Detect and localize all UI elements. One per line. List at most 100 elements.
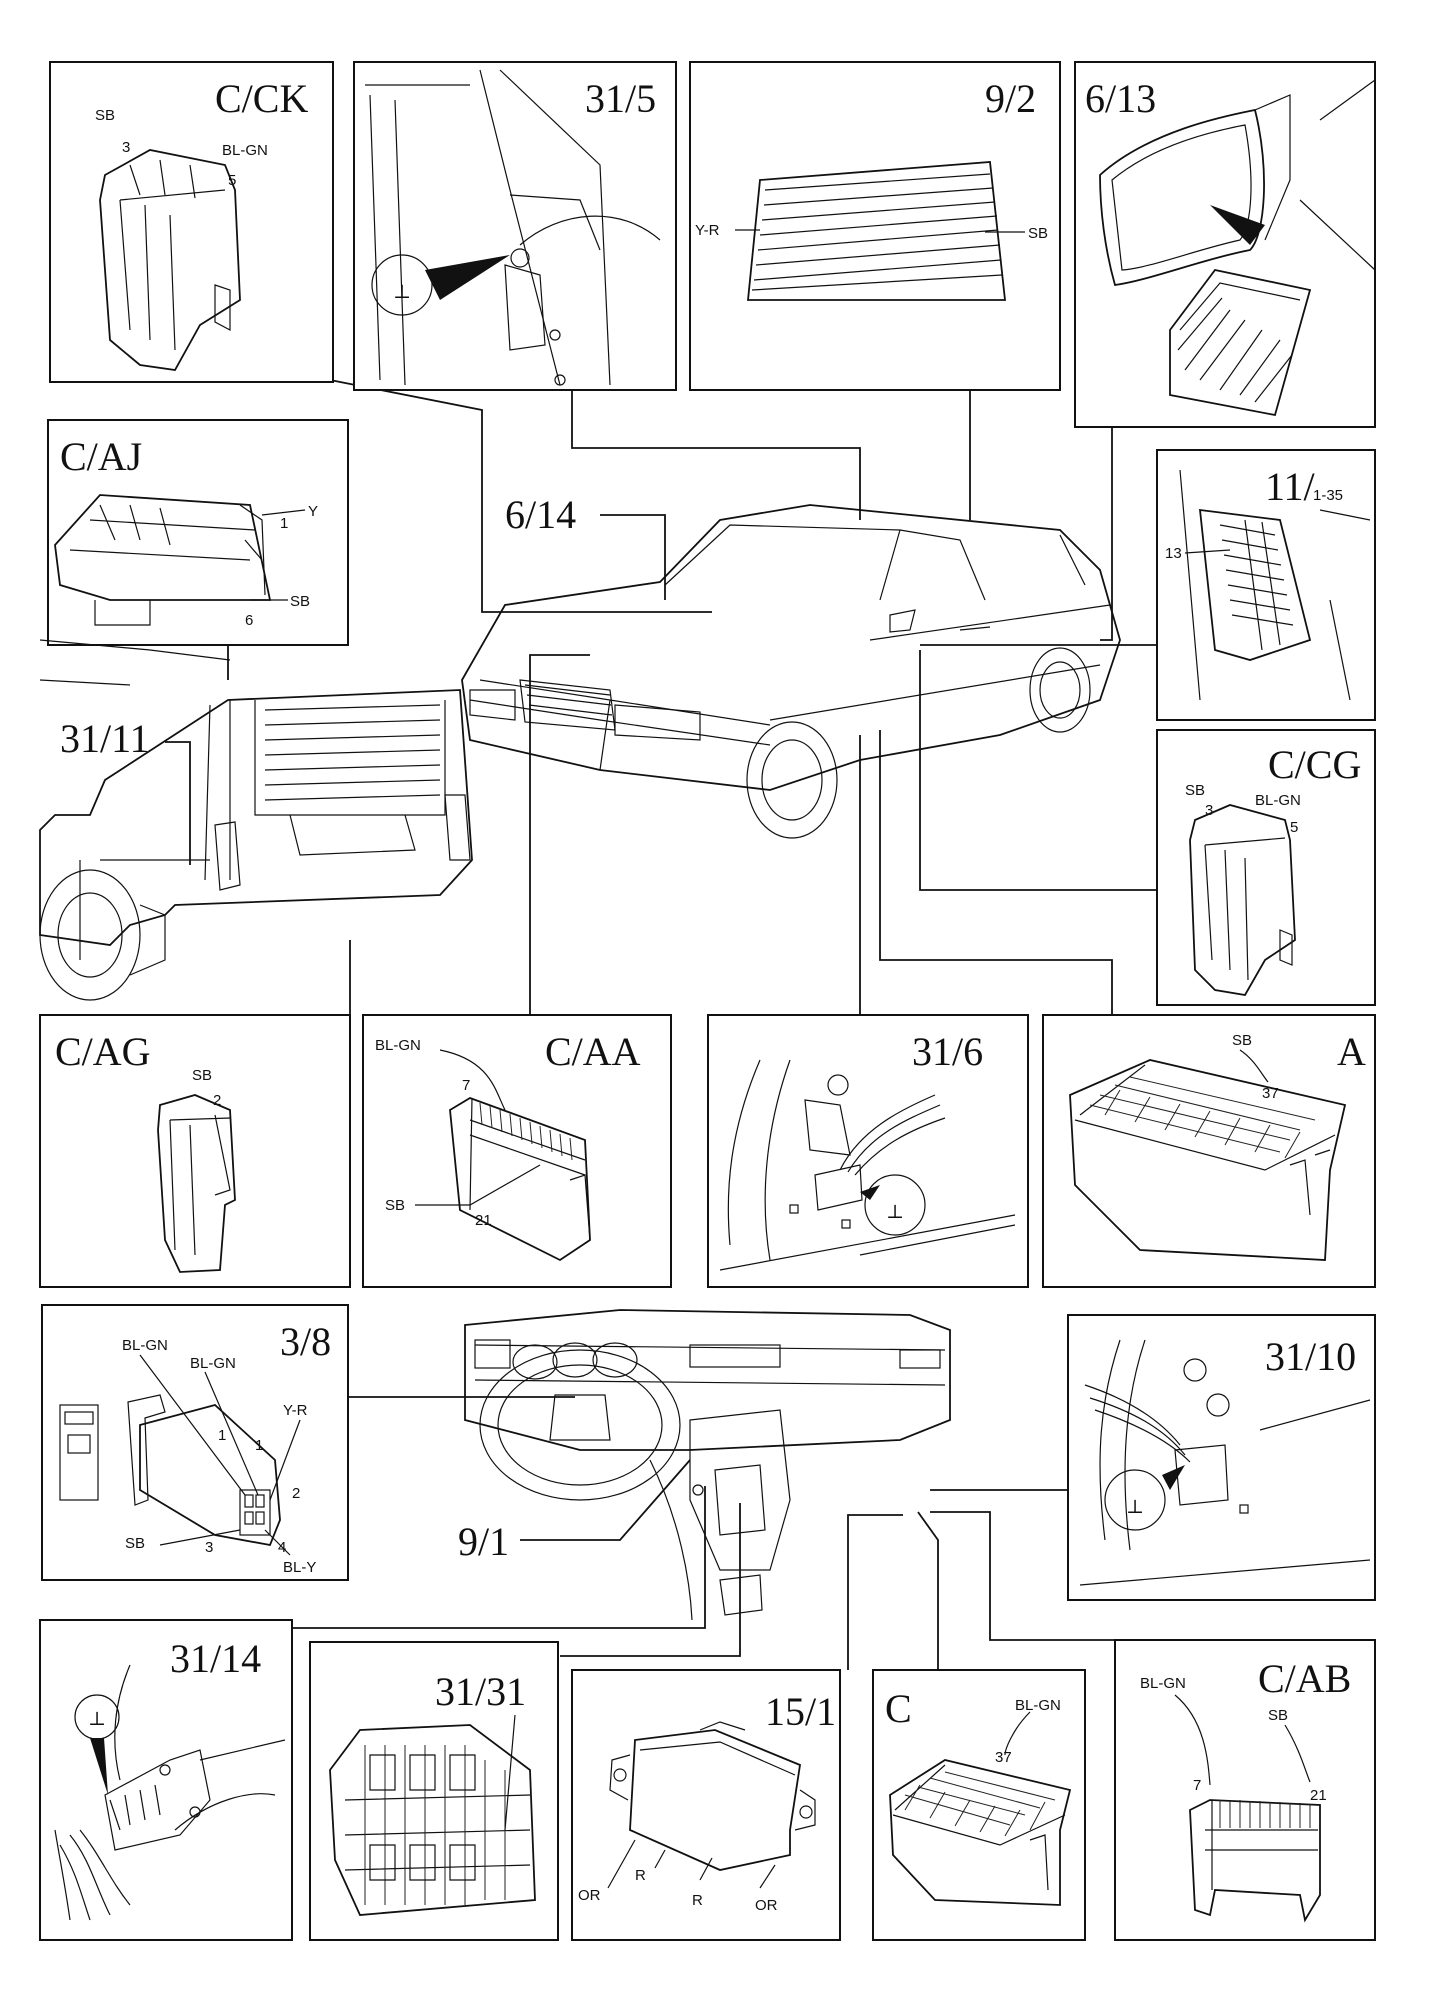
harness-icon: [54, 1664, 286, 1921]
connector-icon: [157, 1094, 236, 1273]
door-pillar-icon: [1079, 1339, 1371, 1586]
panel-label: 15/1: [765, 1689, 836, 1734]
panel-31-31[interactable]: 31/31: [309, 1641, 559, 1941]
panel-11-1-35[interactable]: 11/ 1-35 13: [1156, 449, 1376, 721]
fuse-box-icon: [1179, 469, 1371, 701]
connector-icon: [1189, 804, 1296, 996]
panel-c[interactable]: C BL-GN 37: [872, 1669, 1086, 1941]
fuse-block-icon: [889, 1759, 1072, 1906]
panel-c-ag[interactable]: C/AG SB 2: [39, 1014, 351, 1288]
panel-c-cg[interactable]: C/CG SB BL-GN 3 5: [1156, 729, 1376, 1006]
panel-label: C/AG: [55, 1029, 151, 1074]
heater-element-icon: [1169, 269, 1312, 417]
wire-color-label: SB: [1232, 1032, 1252, 1049]
panel-31-10[interactable]: 31/10 ⊥: [1067, 1314, 1376, 1601]
pin-number: 1: [218, 1427, 226, 1444]
mirror-icon: [1099, 79, 1376, 287]
ground-symbol: ⊥: [1126, 1497, 1144, 1518]
panel-c-aj[interactable]: C/AJ Y 1 SB 6: [47, 419, 349, 646]
wire-color-label: BL-Y: [283, 1559, 316, 1576]
relay-connector-icon: [127, 1394, 281, 1547]
panel-31-14[interactable]: 31/14 ⊥: [39, 1619, 293, 1941]
pin-number: 21: [1310, 1787, 1327, 1804]
wire-color-label: OR: [755, 1897, 778, 1914]
panel-a[interactable]: A SB 37: [1042, 1014, 1376, 1288]
panel-label: 31/5: [585, 76, 656, 121]
switch-icon: [59, 1404, 99, 1501]
panel-c-ab[interactable]: C/AB BL-GN SB 7 21: [1114, 1639, 1376, 1941]
connector-icon: [449, 1097, 591, 1262]
panel-sublabel: 1-35: [1313, 487, 1343, 504]
pin-number: 37: [995, 1749, 1012, 1766]
wire-color-label: SB: [1028, 225, 1048, 242]
panel-3-8[interactable]: 3/8 BL-GN BL-GN Y-R SB BL-Y 1 1 2 3 4: [41, 1304, 349, 1581]
door-pillar-icon: [719, 1059, 1016, 1271]
wire-color-label: Y-R: [695, 222, 720, 239]
pin-number: 3: [122, 139, 130, 156]
panel-9-2[interactable]: 9/2 Y-R SB: [689, 61, 1061, 391]
wire-color-label: Y: [308, 503, 318, 520]
pin-number: 21: [475, 1212, 492, 1229]
wire-color-label: BL-GN: [222, 142, 268, 159]
wire-color-label: BL-GN: [1015, 1697, 1061, 1714]
connector-icon: [99, 149, 241, 371]
pin-number: 3: [1205, 802, 1213, 819]
wire-color-label: SB: [1268, 1707, 1288, 1724]
rear-window-icon: [747, 161, 1007, 301]
panel-label: A: [1337, 1029, 1366, 1074]
wire-color-label: SB: [385, 1197, 405, 1214]
panel-31-5[interactable]: 31/5 ⊥: [353, 61, 677, 391]
panel-15-1[interactable]: 15/1 OR R R OR: [571, 1669, 841, 1941]
door-pillar-icon: [365, 69, 661, 386]
wire-color-label: SB: [192, 1067, 212, 1084]
panel-label: C/AJ: [60, 434, 142, 479]
panel-label: 31/10: [1265, 1334, 1356, 1379]
ground-point-icon: ⊥: [1104, 1465, 1185, 1531]
panel-label: C: [885, 1686, 912, 1731]
dashboard-illustration: [464, 1309, 951, 1621]
leader-line: [165, 741, 191, 865]
wire-color-label: BL-GN: [375, 1037, 421, 1054]
panel-31-6[interactable]: 31/6 ⊥: [707, 1014, 1029, 1288]
ground-symbol: ⊥: [88, 1709, 106, 1730]
panel-label: C/CG: [1268, 742, 1361, 787]
wire-color-label: BL-GN: [190, 1355, 236, 1372]
wire-color-label: SB: [95, 107, 115, 124]
pin-number: 2: [213, 1092, 221, 1109]
ground-symbol: ⊥: [886, 1202, 904, 1223]
panel-c-ck[interactable]: C/CK SB BL-GN 3 5: [49, 61, 334, 383]
ground-point-icon: ⊥: [74, 1694, 120, 1795]
panel-label: 11/: [1265, 464, 1316, 509]
wire-color-label: R: [692, 1892, 703, 1909]
panel-c-aa[interactable]: C/AA BL-GN 7 SB 21: [362, 1014, 672, 1288]
wire-color-label: R: [635, 1867, 646, 1884]
panel-label: 3/8: [280, 1319, 331, 1364]
sedan-car-illustration: [461, 504, 1121, 839]
panel-label: 9/2: [985, 76, 1036, 121]
leader-line: [600, 514, 666, 600]
panel-label: C/CK: [215, 76, 308, 121]
panel-label: 6/13: [1085, 76, 1156, 121]
pin-number: 1: [280, 515, 288, 532]
panel-label: C/AB: [1258, 1656, 1351, 1701]
wire-color-label: SB: [1185, 782, 1205, 799]
panel-label: C/AA: [545, 1029, 641, 1074]
wire-color-label: Y-R: [283, 1402, 308, 1419]
connector-icon: [1189, 1799, 1321, 1923]
ground-point-icon: ⊥: [860, 1174, 926, 1236]
relay-box-icon: [329, 1714, 536, 1916]
pin-number: 6: [245, 612, 253, 629]
leader-lines: [200, 379, 1157, 1675]
ground-symbol: ⊥: [393, 282, 411, 303]
panel-6-13[interactable]: 6/13: [1074, 61, 1376, 428]
pin-number: 7: [462, 1077, 470, 1094]
wire-color-label: SB: [290, 593, 310, 610]
pin-number: 5: [228, 172, 236, 189]
wagon-rear-illustration: [39, 639, 473, 1001]
panel-label: 6/14: [505, 492, 576, 537]
wire-color-label: BL-GN: [1255, 792, 1301, 809]
wire-color-label: BL-GN: [122, 1337, 168, 1354]
panel-label: 9/1: [458, 1519, 509, 1564]
pin-number: 13: [1165, 545, 1182, 562]
